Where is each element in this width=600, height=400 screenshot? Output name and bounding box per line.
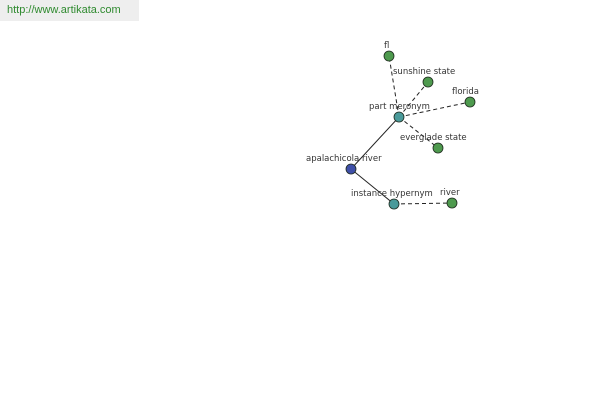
label-instance-hypernym: instance hypernym <box>351 189 433 199</box>
graph-edges <box>350 55 471 205</box>
node-instance-hypernym[interactable] <box>388 198 400 210</box>
node-florida[interactable] <box>464 96 476 108</box>
node-fl[interactable] <box>383 50 395 62</box>
edge-part-meronym-sunshine-state <box>398 81 429 118</box>
edge-apalachicola-river-part-meronym <box>350 116 400 170</box>
node-part-meronym[interactable] <box>393 111 405 123</box>
node-sunshine-state[interactable] <box>422 76 434 88</box>
label-part-meronym: part meronym <box>369 102 430 112</box>
url-banner: http://www.artikata.com <box>0 0 139 21</box>
label-florida: florida <box>452 87 479 97</box>
edge-part-meronym-everglade-state <box>398 116 439 149</box>
node-everglade-state[interactable] <box>432 142 444 154</box>
edge-part-meronym-florida <box>398 101 471 118</box>
label-everglade-state: everglade state <box>400 133 467 143</box>
label-river: river <box>440 188 460 198</box>
node-apalachicola-river[interactable] <box>345 163 357 175</box>
edge-part-meronym-fl <box>388 55 400 118</box>
edge-instance-hypernym-river <box>393 202 453 205</box>
edge-apalachicola-river-instance-hypernym <box>350 168 395 205</box>
label-apalachicola-river: apalachicola river <box>306 154 382 164</box>
node-river[interactable] <box>446 197 458 209</box>
label-fl: fl <box>384 41 389 51</box>
label-sunshine-state: sunshine state <box>393 67 455 77</box>
graph-nodes: apalachicola river part meronym instance h… <box>306 41 479 210</box>
site-url-link[interactable]: http://www.artikata.com <box>7 4 121 16</box>
